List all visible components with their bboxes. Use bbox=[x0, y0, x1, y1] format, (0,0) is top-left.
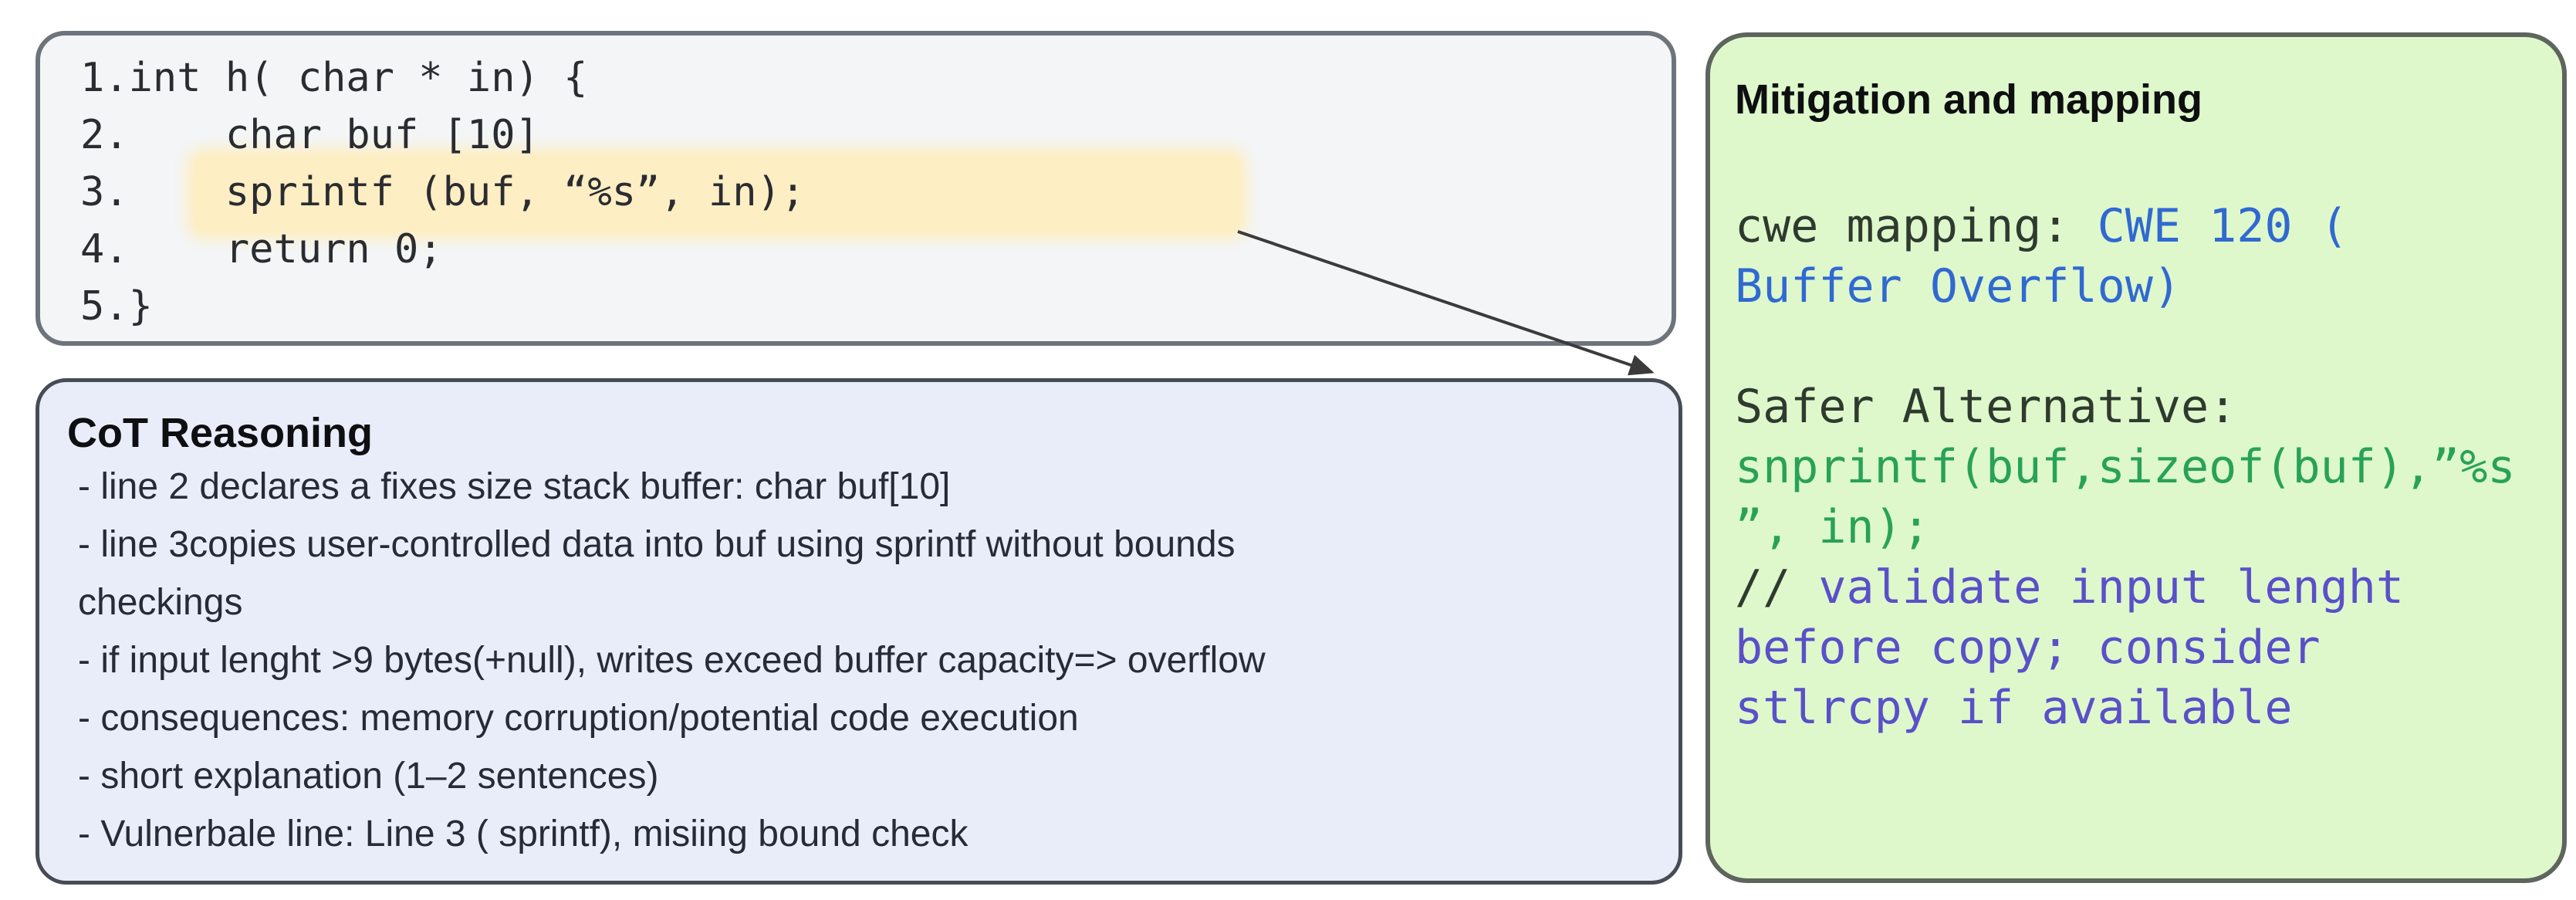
code-line-2: 2. char buf [10] bbox=[80, 112, 539, 158]
mitigation-code-lines: cwe mapping: CWE 120 (Buffer Overflow)Sa… bbox=[1735, 196, 2544, 738]
cot-reasoning-line: - line 2 declares a fixes size stack buf… bbox=[78, 466, 951, 507]
mitigation-code-line bbox=[1735, 316, 2544, 377]
code-snippet-panel: 1.int h( char * in) { 2. char buf [10] 3. … bbox=[35, 31, 1676, 346]
cot-reasoning-line: - Vulnerbale line: Line 3 ( sprintf), mi… bbox=[78, 814, 969, 854]
vulnerable-line-highlight bbox=[194, 155, 1240, 232]
mitigation-code-line: cwe mapping: CWE 120 ( bbox=[1735, 196, 2544, 256]
cot-reasoning-line: - consequences: memory corruption/potent… bbox=[78, 698, 1079, 739]
cot-reasoning-line: - line 3copies user-controlled data into… bbox=[78, 524, 1236, 565]
mitigation-code-segment-blue: Buffer Overflow) bbox=[1735, 259, 2181, 313]
mitigation-code-segment-green: ”, in); bbox=[1735, 500, 1930, 554]
cot-reasoning-line: checkings bbox=[78, 582, 243, 623]
mitigation-panel: Mitigation and mapping cwe mapping: CWE … bbox=[1706, 32, 2567, 883]
mitigation-panel-title: Mitigation and mapping bbox=[1735, 76, 2202, 123]
mitigation-code-line: Safer Alternative: bbox=[1735, 377, 2544, 437]
mitigation-code-segment-dark: // bbox=[1735, 560, 1819, 614]
mitigation-code-line: ”, in); bbox=[1735, 497, 2544, 557]
mitigation-code-line: before copy; consider bbox=[1735, 617, 2544, 678]
code-line-5: 5.} bbox=[80, 283, 153, 330]
mitigation-code-segment-green: snprintf(buf,sizeof(buf),”%s bbox=[1735, 440, 2516, 494]
mitigation-code-segment-blue: CWE 120 ( bbox=[2097, 199, 2348, 253]
mitigation-code-segment-dark: cwe mapping: bbox=[1735, 199, 2098, 253]
mitigation-code-line: Buffer Overflow) bbox=[1735, 256, 2544, 316]
cot-reasoning-panel: CoT Reasoning - line 2 declares a fixes … bbox=[35, 378, 1682, 885]
cot-reasoning-line: - if input lenght >9 bytes(+null), write… bbox=[78, 640, 1266, 681]
mitigation-code-segment-dark: Safer Alternative: bbox=[1735, 380, 2237, 434]
mitigation-code-segment-purple: stlrcpy if available bbox=[1735, 681, 2293, 735]
code-line-1: 1.int h( char * in) { bbox=[80, 55, 588, 101]
mitigation-code-line: snprintf(buf,sizeof(buf),”%s bbox=[1735, 437, 2544, 497]
code-lines: 1.int h( char * in) { 2. char buf [10] 3. … bbox=[80, 49, 1672, 335]
cot-reasoning-line: - short explanation (1–2 sentences) bbox=[78, 756, 659, 797]
mitigation-code-segment-purple: before copy; consider bbox=[1735, 621, 2321, 675]
cot-reasoning-lines: - line 2 declares a fixes size stack buf… bbox=[67, 458, 1655, 863]
cot-panel-title: CoT Reasoning bbox=[67, 410, 374, 456]
code-line-4: 4. return 0; bbox=[80, 226, 443, 272]
mitigation-code-segment-purple: validate input lenght bbox=[1818, 560, 2404, 614]
code-line-3: 3. sprintf (buf, “%s”, in); bbox=[80, 169, 806, 215]
mitigation-code-line: // validate input lenght bbox=[1735, 557, 2544, 617]
mitigation-code-line: stlrcpy if available bbox=[1735, 678, 2544, 738]
